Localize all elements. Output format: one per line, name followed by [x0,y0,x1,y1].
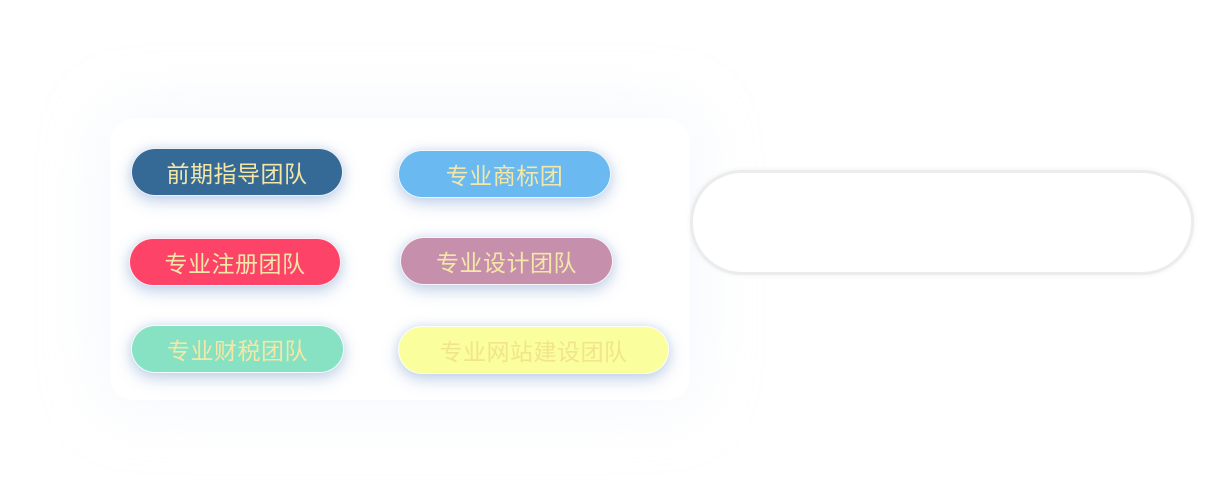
empty-rounded-box [690,170,1194,275]
guidance-team-button[interactable]: 前期指导团队 [131,148,343,196]
design-team-button[interactable]: 专业设计团队 [400,237,613,285]
website-team-button[interactable]: 专业网站建设团队 [398,326,669,374]
finance-tax-team-button[interactable]: 专业财税团队 [131,325,344,373]
registration-team-button[interactable]: 专业注册团队 [129,238,341,286]
trademark-team-button[interactable]: 专业商标团 [398,150,611,198]
